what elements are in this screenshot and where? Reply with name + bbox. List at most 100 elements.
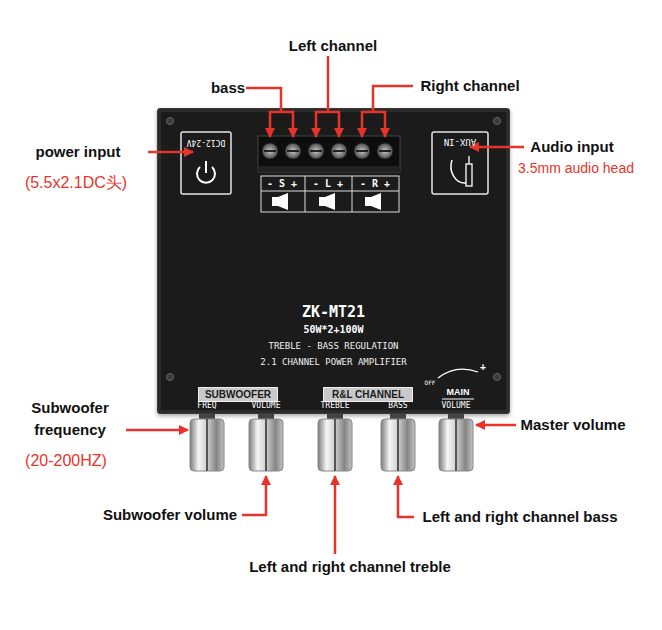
terminal-frame — [261, 191, 399, 192]
mount-screw — [494, 118, 501, 125]
leader-line — [148, 151, 193, 154]
terminal-screw — [308, 143, 324, 159]
leader-line — [327, 56, 330, 112]
node-content: R&L CHANNEL — [324, 388, 412, 401]
terminal-frame — [261, 176, 399, 212]
jack-symbol — [468, 156, 469, 164]
knob-label: VOLUME — [442, 401, 471, 410]
knob — [439, 414, 473, 471]
terminal-block — [258, 136, 400, 172]
callout-note: 3.5mm audio head — [518, 160, 634, 176]
knob-label: VOLUME — [252, 401, 281, 410]
leader-bracket — [362, 112, 373, 137]
power-symbol — [205, 161, 207, 173]
knob-shaft — [327, 414, 343, 420]
knob — [190, 414, 224, 471]
section-label-box: SUBWOOFER — [198, 387, 278, 402]
knob — [190, 419, 224, 471]
callout-text: Left and right channel bass — [422, 508, 617, 525]
terminal-frame — [352, 176, 353, 212]
speaker-symbol — [272, 193, 288, 210]
leader-line — [126, 429, 188, 432]
callout-text: Left channel — [289, 37, 377, 54]
power-rating: 50W*2+100W — [158, 322, 509, 338]
leader-line — [476, 424, 516, 427]
knob — [318, 419, 352, 471]
knob-label: FREQ — [197, 401, 216, 410]
jack-symbol — [466, 164, 472, 186]
board-marking: DC12-24V — [187, 137, 226, 146]
terminal-marking: - L + — [313, 178, 343, 190]
leader-bracket — [270, 112, 281, 137]
jack-symbol — [451, 160, 466, 183]
knob-groove — [334, 419, 336, 471]
aux-panel — [432, 132, 488, 194]
knob-groove — [265, 419, 267, 471]
board-marking: OFF — [425, 380, 436, 387]
mount-screw — [167, 374, 174, 381]
section-label: R&L CHANNEL — [332, 389, 404, 401]
node-content: SUBWOOFER — [199, 388, 277, 401]
callout-text: Right channel — [420, 77, 519, 94]
board-text: 2.1 CHANNEL POWER AMPLIFIER — [158, 354, 509, 370]
mount-screw — [494, 374, 501, 381]
speaker-symbol — [319, 193, 335, 210]
knob-shaft — [258, 414, 274, 420]
leader-line — [398, 476, 414, 517]
section-label: MAIN — [447, 387, 470, 397]
knob — [381, 419, 415, 471]
knob-groove — [206, 419, 208, 471]
knob-label: TREBLE — [321, 401, 350, 410]
terminal-block — [258, 166, 400, 172]
power-symbol — [197, 167, 215, 183]
leader-line — [334, 476, 337, 554]
callout-text: Left and right channel treble — [249, 558, 451, 575]
knob — [249, 419, 283, 471]
leader-line — [470, 146, 524, 149]
callout-note: (5.5x2.1DC头) — [25, 174, 127, 192]
terminal-marking: - S + — [267, 178, 297, 190]
leader-line — [373, 86, 413, 112]
terminal-marking: - R + — [360, 178, 390, 190]
screw-slot — [264, 150, 391, 152]
knob-shaft — [199, 414, 215, 420]
leader-bracket — [373, 112, 385, 137]
callout-note: (20-200HZ) — [25, 452, 107, 470]
volume-arc — [438, 369, 478, 378]
amplifier-board: ZK-MT2150W*2+100WTREBLE - BASS REGULATIO… — [157, 108, 510, 414]
knob-shaft — [448, 414, 464, 420]
node-content: ZK-MT2150W*2+100WTREBLE - BASS REGULATIO… — [158, 303, 509, 370]
terminal-screw — [331, 143, 347, 159]
leader-bracket — [328, 112, 339, 137]
callout-text: power input — [36, 143, 121, 160]
callout-text: Audio input — [530, 138, 613, 155]
board-text: TREBLE - BASS REGULATION — [158, 338, 509, 354]
power-panel — [181, 132, 231, 194]
knob-groove — [455, 419, 457, 471]
terminal-screw — [354, 143, 370, 159]
terminal-frame — [305, 176, 306, 212]
terminal-screw — [285, 143, 301, 159]
leader-bracket — [316, 112, 328, 137]
leader-bracket — [281, 112, 293, 137]
callout-text: Master volume — [520, 416, 625, 433]
model-name: ZK-MT21 — [158, 303, 509, 322]
knob — [249, 414, 283, 471]
leader-lines — [126, 56, 524, 554]
mount-screw — [167, 118, 174, 125]
terminal-screw — [262, 143, 278, 159]
speaker-symbol — [365, 193, 381, 210]
terminal-screw — [377, 143, 393, 159]
section-label: SUBWOOFER — [205, 389, 271, 401]
main-underline — [442, 399, 474, 400]
leader-line — [246, 88, 281, 112]
knob-groove — [397, 419, 399, 471]
callout-text: Subwoofer frequency — [14, 397, 126, 441]
callout-text: bass — [211, 79, 245, 96]
knob-label: BASS — [388, 401, 407, 410]
callout-text: Subwoofer volume — [103, 506, 237, 523]
